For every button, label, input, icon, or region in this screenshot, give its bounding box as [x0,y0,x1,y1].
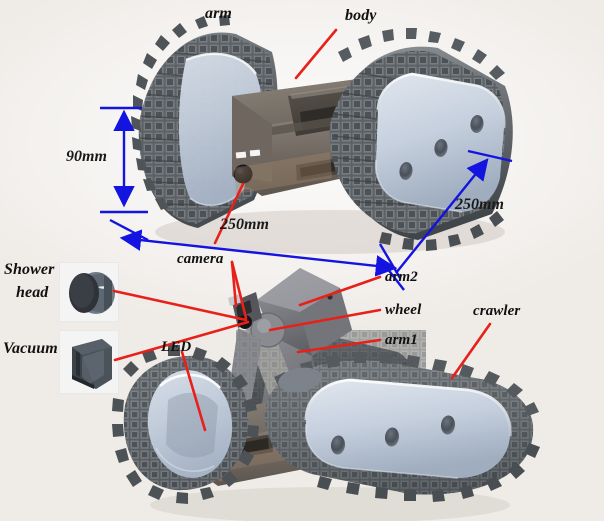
plate-hole [470,115,484,133]
side-plate-bottom [304,378,512,479]
plate-hole [330,435,346,455]
label-arm: arm [205,5,232,22]
shower-head-photo [59,262,119,322]
plate-hole [434,139,448,157]
crawler-right-bottom [265,352,540,502]
label-camera: camera [177,251,224,267]
shower-head-icon [60,263,118,321]
label-crawler: crawler [473,303,521,319]
label-arm2: arm2 [385,269,418,285]
robot-top-view [131,15,513,254]
label-body: body [345,7,377,24]
label-arm1: arm1 [385,332,418,348]
label-wheel: wheel [385,302,422,318]
vacuum-photo [59,330,119,394]
plate-hole [384,427,400,447]
dimension-label-90mm: 90mm [66,148,107,165]
side-plate-top [375,72,506,213]
vacuum-icon [60,331,118,393]
label-shower-head-line1: Shower [4,261,55,278]
led-indicators-top [235,149,261,159]
dimension-label-250mm-width: 250mm [455,196,504,213]
label-shower-head-line2: head [16,284,49,301]
label-vacuum: Vacuum [3,340,58,357]
label-led: LED [161,339,192,355]
plate-hole [440,415,456,435]
dimension-label-250mm-length: 250mm [220,216,269,233]
